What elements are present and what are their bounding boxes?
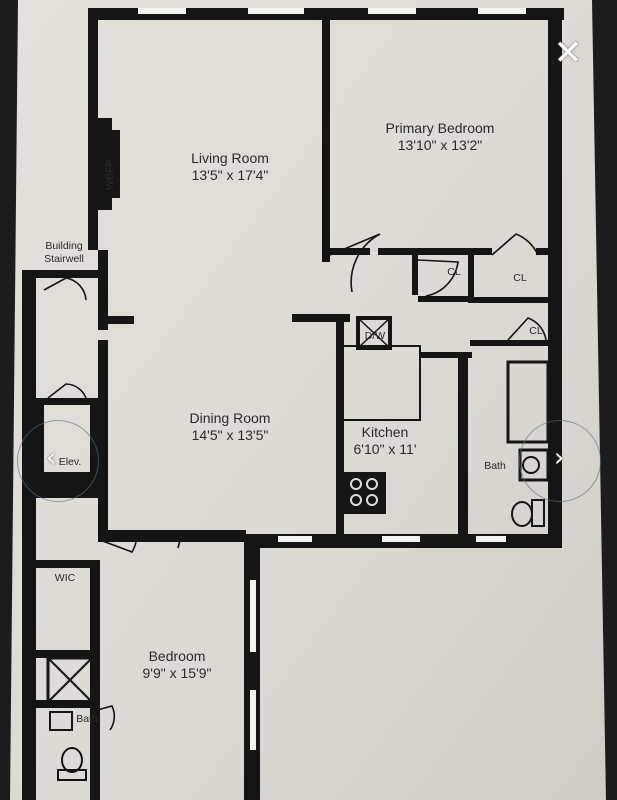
room-name: Bedroom bbox=[148, 648, 206, 664]
room-dimensions: 13'10" x 13'2" bbox=[397, 136, 483, 153]
room-bedroom: Bedroom 9'9" x 15'9" bbox=[122, 648, 232, 682]
room-dining: Dining Room 14'5" x 13'5" bbox=[170, 410, 290, 444]
chevron-right-icon: › bbox=[554, 443, 565, 473]
close-button[interactable]: ✕ bbox=[553, 33, 583, 73]
label-wic: WIC bbox=[54, 572, 76, 584]
label-wbfp: WBFP bbox=[104, 159, 116, 190]
next-image-button[interactable]: › bbox=[519, 420, 601, 502]
label-closet-1: CL bbox=[447, 266, 461, 278]
room-name: Living Room bbox=[191, 150, 269, 166]
room-living: Living Room 13'5" x 17'4" bbox=[170, 150, 290, 184]
room-name: Dining Room bbox=[189, 410, 271, 426]
stairwell-line-1: Building bbox=[45, 240, 83, 252]
label-bath-small: Bath bbox=[76, 713, 98, 725]
room-kitchen: Kitchen 6'10" x 11' bbox=[340, 424, 430, 458]
previous-image-button[interactable]: ‹ bbox=[17, 420, 99, 502]
room-name: Primary Bedroom bbox=[385, 120, 495, 136]
label-closet-3: CL bbox=[529, 325, 543, 337]
room-name: Kitchen bbox=[361, 424, 409, 440]
chevron-left-icon: ‹ bbox=[46, 443, 57, 473]
room-primary-bedroom: Primary Bedroom 13'10" x 13'2" bbox=[370, 120, 510, 154]
kitchen-fixtures bbox=[339, 316, 421, 506]
label-dishwasher: D/W bbox=[364, 330, 386, 342]
label-building-stairwell: Building Stairwell bbox=[34, 240, 94, 265]
stairwell-line-2: Stairwell bbox=[44, 252, 84, 265]
room-dimensions: 9'9" x 15'9" bbox=[142, 664, 212, 681]
doors bbox=[43, 233, 547, 731]
room-dimensions: 13'5" x 17'4" bbox=[191, 166, 269, 183]
room-dimensions: 6'10" x 11' bbox=[353, 440, 417, 457]
label-bath-main: Bath bbox=[484, 460, 506, 472]
room-dimensions: 14'5" x 13'5" bbox=[191, 426, 269, 443]
paper-sheet bbox=[10, 0, 606, 800]
label-closet-2: CL bbox=[513, 272, 527, 284]
